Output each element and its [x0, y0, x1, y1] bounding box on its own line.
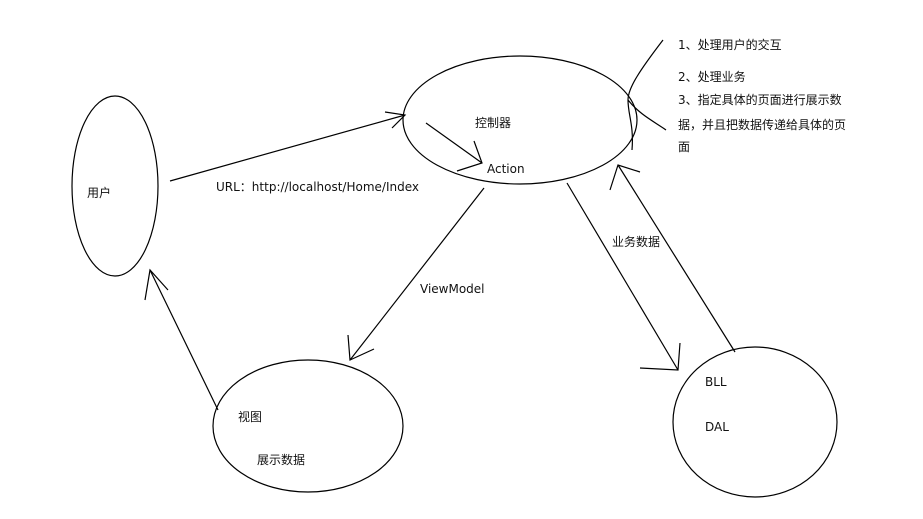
- bll-dal-node: [672, 346, 838, 498]
- action-label: Action: [487, 162, 525, 176]
- arrow-user-to-controller: [169, 111, 407, 182]
- arrow-controller-to-view: [347, 187, 485, 361]
- arrow-bll-to-controller: [609, 164, 736, 353]
- note-4: 据，并且把数据传递给具体的页: [678, 117, 846, 132]
- brace-connector: [627, 39, 667, 151]
- viewmodel-label: ViewModel: [420, 282, 485, 296]
- view-node: [212, 359, 404, 493]
- view-label: 视图: [238, 409, 262, 424]
- user-label: 用户: [87, 185, 111, 200]
- url-label: URL：http://localhost/Home/Index: [216, 180, 419, 194]
- view-sub-label: 展示数据: [257, 452, 305, 467]
- arrow-view-to-user: [144, 268, 219, 411]
- note-5: 面: [678, 140, 690, 154]
- dal-label: DAL: [705, 420, 729, 434]
- note-2: 2、处理业务: [678, 69, 746, 84]
- note-3: 3、指定具体的页面进行展示数: [678, 92, 842, 107]
- bll-label: BLL: [705, 375, 727, 389]
- note-1: 1、处理用户的交互: [678, 37, 782, 52]
- arrow-controller-to-action: [425, 122, 483, 172]
- business-data-label: 业务数据: [612, 234, 660, 249]
- arrow-controller-to-bll: [566, 182, 681, 371]
- user-node: [71, 95, 159, 277]
- controller-node: [402, 55, 638, 185]
- controller-label: 控制器: [475, 116, 511, 130]
